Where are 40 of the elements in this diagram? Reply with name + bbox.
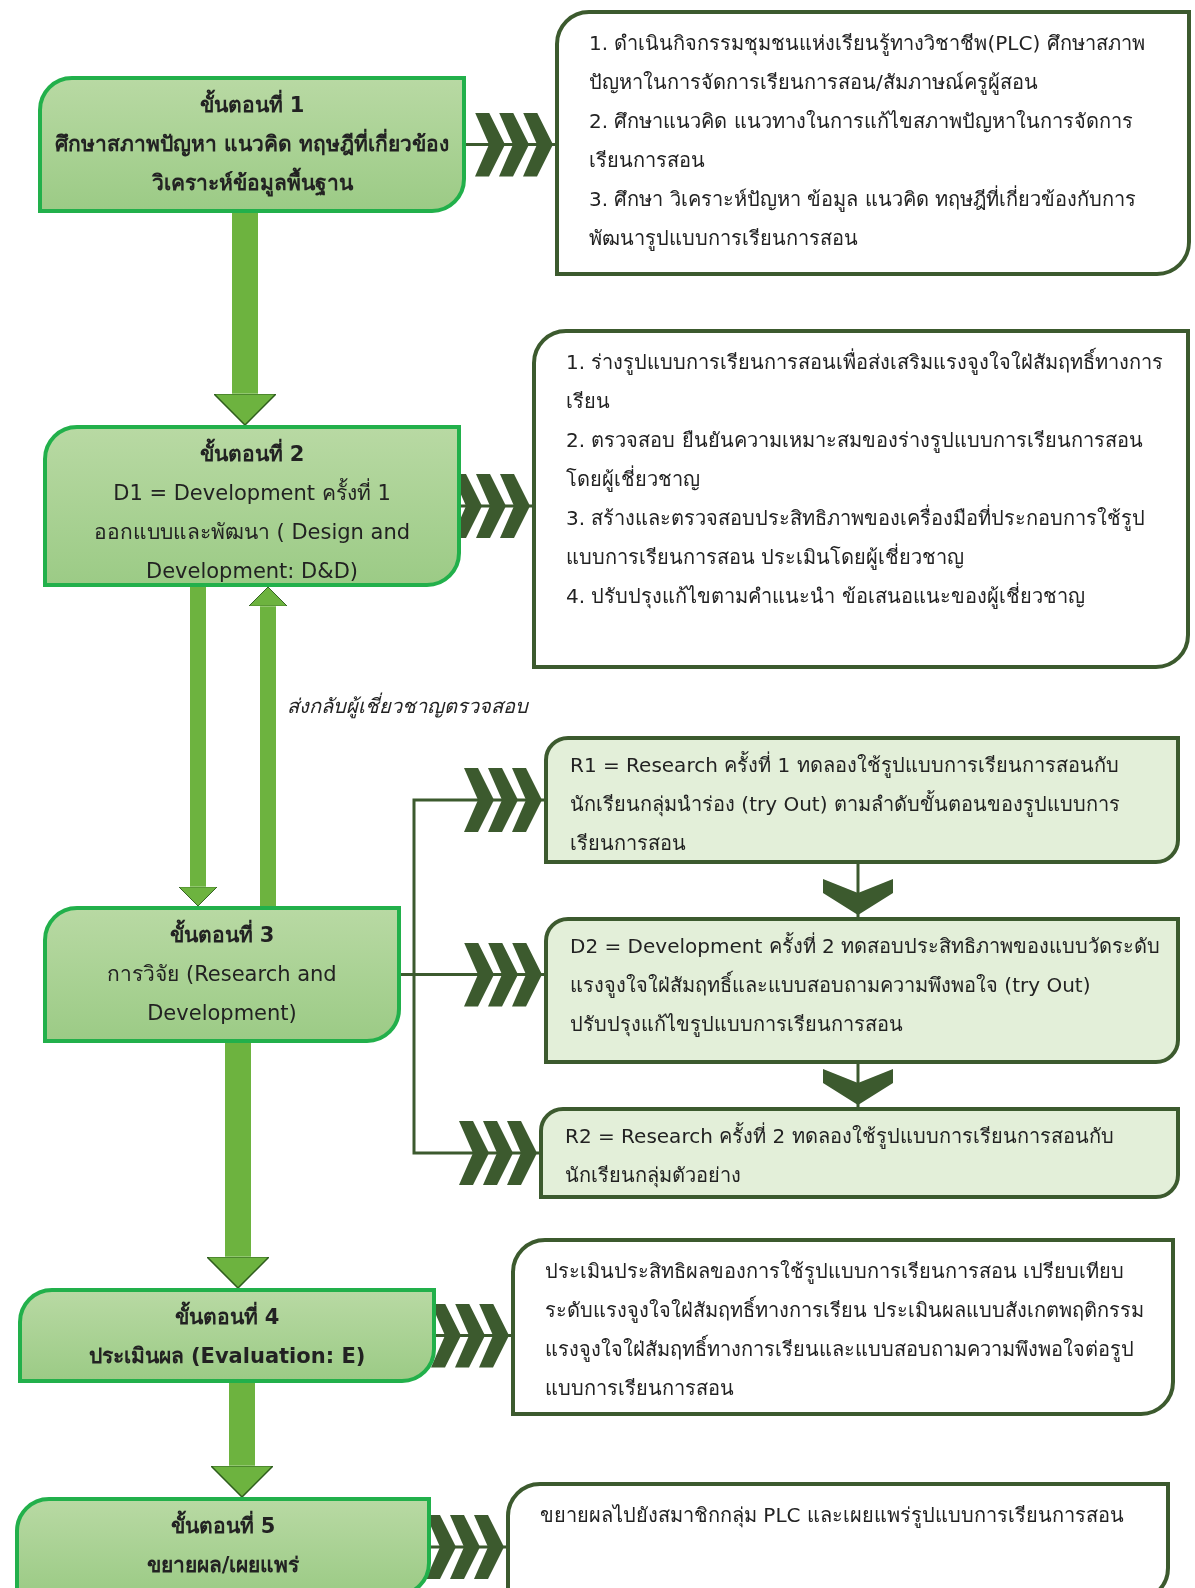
- step-heading: ขั้นตอนที่ 3: [57, 916, 387, 955]
- block-arrow: [206, 1043, 270, 1289]
- step-box: [43, 425, 461, 587]
- step-box: [43, 906, 401, 1043]
- block-arrow: [213, 213, 277, 426]
- phase-text: R1 = Research ครั้งที่ 1 ทดลองใช้รูปแบบการเรียนการสอนกับนักเรียนกลุ่มนำร่อง (try Out) ตามลำดับขั้นตอนของรูปแบบการเรียนการสอน: [570, 750, 1121, 857]
- step-text: D1 = Development ครั้งที่ 1: [112, 477, 392, 507]
- step-box: [38, 76, 466, 213]
- list-item: 2. ศึกษาแนวคิด แนวทางในการแก้ไขสภาพปัญหาในการจัดการเรียนการสอน: [589, 108, 1134, 174]
- step-box: [15, 1497, 431, 1588]
- detail-box: [511, 1238, 1175, 1416]
- phase-box: [544, 736, 1180, 864]
- detail-box: [506, 1482, 1170, 1588]
- step-text: ออกแบบและพัฒนา ( Design and Development: D&D): [92, 518, 412, 585]
- block-arrow: [248, 586, 288, 906]
- list-item: 2. ตรวจสอบ ยืนยันความเหมาะสมของร่างรูปแบบการเรียนการสอนโดยผู้เชี่ยวชาญ: [566, 427, 1144, 494]
- block-arrow: [210, 1383, 274, 1498]
- step-text: ขยายผล/เผยแพร่: [145, 1551, 301, 1579]
- list-item: 1. ร่างรูปแบบการเรียนการสอนเพื่อส่งเสริมแรงจูงใจใฝ่สัมฤทธิ์ทางการเรียน: [566, 343, 1168, 421]
- list-item: 4. ปรับปรุงแก้ไขตามคำแนะนำ ข้อเสนอแนะของผู้เชี่ยวชาญ: [566, 581, 1086, 611]
- step-heading: ขั้นตอนที่ 5: [29, 1507, 417, 1546]
- detail-box: [532, 329, 1190, 669]
- step-heading: ขั้นตอนที่ 1: [52, 86, 452, 125]
- detail-text: ประเมินประสิทธิผลของการใช้รูปแบบการเรียนการสอน เปรียบเทียบระดับแรงจูงใจใฝ่สัมฤทธิ์ทางการเรียน ประเมินผลแบบสังเกตพฤติกรรมแรงจูงใจใฝ่สัมฤทธิ์ทางการเรียนและแบบสอบถามความพึงพอใจต่อรูปแบบการเรียนการสอน: [545, 1258, 1146, 1402]
- phase-box: [539, 1107, 1180, 1199]
- step-heading: ขั้นตอนที่ 4: [32, 1298, 422, 1337]
- detail-box: [555, 10, 1191, 276]
- phase-text: D2 = Development ครั้งที่ 2 ทดสอบประสิทธิภาพของแบบวัดระดับแรงจูงใจใฝ่สัมฤทธิ์และแบบสอบถามความพึงพอใจ (try Out) ปรับปรุงแก้ไขรูปแบบการเรียนการสอน: [570, 931, 1162, 1039]
- step-text: ศึกษาสภาพปัญหา แนวคิด ทฤษฎีที่เกี่ยวข้อง วิเคราะห์ข้อมูลพื้นฐาน: [52, 124, 452, 203]
- list-item: 1. ดำเนินกิจกรรมชุมชนแห่งเรียนรู้ทางวิชาชีพ(PLC) ศึกษาสภาพปัญหาในการจัดการเรียนการสอน/สัมภาษณ์ครูผู้สอน: [589, 30, 1146, 97]
- detail-text: ขยายผลไปยังสมาชิกกลุ่ม PLC และเผยแพร่รูปแบบการเรียนการสอน: [540, 1502, 1125, 1530]
- step-text: การวิจัย (Research and Development): [106, 960, 338, 1027]
- phase-box: [544, 917, 1180, 1064]
- list-item: 3. ศึกษา วิเคราะห์ปัญหา ข้อมูล แนวคิด ทฤษฎีที่เกี่ยวข้องกับการพัฒนารูปแบบการเรียนการสอน: [589, 184, 1137, 253]
- step-heading: ขั้นตอนที่ 2: [57, 435, 447, 474]
- step-box: [18, 1288, 436, 1383]
- phase-text: R2 = Research ครั้งที่ 2 ทดลองใช้รูปแบบการเรียนการสอนกับนักเรียนกลุ่มตัวอย่าง: [565, 1121, 1115, 1190]
- list-item: 3. สร้างและตรวจสอบประสิทธิภาพของเครื่องมือที่ประกอบการใช้รูปแบบการเรียนการสอน ประเมินโดยผู้เชี่ยวชาญ: [566, 503, 1147, 572]
- step-text: ประเมินผล (Evaluation: E): [87, 1342, 367, 1370]
- block-arrow: [178, 587, 218, 907]
